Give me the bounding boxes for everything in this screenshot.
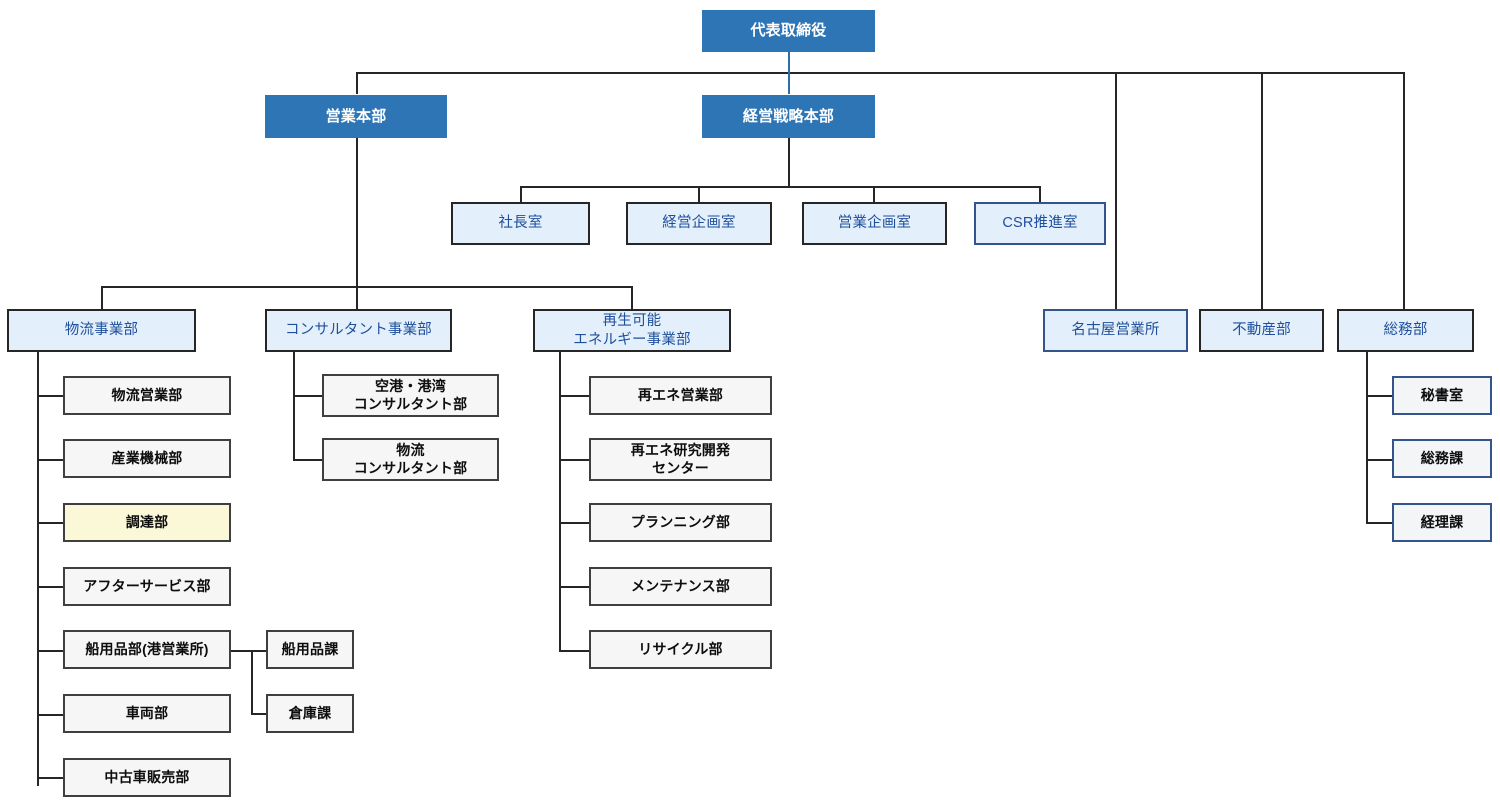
node-ship-supplies-department[interactable]: 船用品部(港営業所) bbox=[63, 630, 231, 669]
node-corporate-planning-office[interactable]: 経営企画室 bbox=[626, 202, 772, 245]
connector-drop-general-affairs bbox=[1403, 72, 1405, 310]
connector-divisions-bus bbox=[101, 286, 631, 288]
node-sales-headquarters[interactable]: 営業本部 bbox=[265, 95, 447, 138]
node-warehouse-section[interactable]: 倉庫課 bbox=[266, 694, 354, 733]
connector-branch-secretariat bbox=[1366, 395, 1393, 397]
connector-branch-reene-rnd bbox=[559, 459, 590, 461]
node-procurement-department[interactable]: 調達部 bbox=[63, 503, 231, 542]
connector-branch-procurement bbox=[37, 522, 64, 524]
connector-drop-presidents-office bbox=[520, 186, 522, 202]
connector-sales-hq-stem bbox=[356, 138, 358, 286]
node-used-car-sales-department[interactable]: 中古車販売部 bbox=[63, 758, 231, 797]
node-nagoya-sales-office[interactable]: 名古屋営業所 bbox=[1043, 309, 1188, 352]
connector-drop-corporate-planning bbox=[698, 186, 700, 202]
node-management-strategy-headquarters[interactable]: 経営戦略本部 bbox=[702, 95, 875, 138]
node-logistics-division[interactable]: 物流事業部 bbox=[7, 309, 196, 352]
connector-strategy-stem bbox=[788, 138, 790, 186]
node-airport-port-consulting-department[interactable]: 空港・港湾 コンサルタント部 bbox=[322, 374, 499, 417]
node-general-affairs-department[interactable]: 総務部 bbox=[1337, 309, 1474, 352]
node-recycle-department[interactable]: リサイクル部 bbox=[589, 630, 772, 669]
connector-renewable-trunk bbox=[559, 352, 561, 650]
connector-strategy-bus bbox=[520, 186, 1040, 188]
connector-branch-planning bbox=[559, 522, 590, 524]
connector-general-affairs-trunk bbox=[1366, 352, 1368, 523]
connector-drop-realestate bbox=[1261, 72, 1263, 310]
connector-drop-strategy-hq bbox=[788, 72, 790, 94]
node-planning-department[interactable]: プランニング部 bbox=[589, 503, 772, 542]
node-logistics-sales-department[interactable]: 物流営業部 bbox=[63, 376, 231, 415]
node-sales-planning-office[interactable]: 営業企画室 bbox=[802, 202, 947, 245]
connector-branch-logistics-consulting bbox=[293, 459, 323, 461]
connector-logistics-trunk bbox=[37, 352, 39, 786]
connector-branch-ship-supplies-section bbox=[251, 650, 267, 652]
connector-branch-warehouse-section bbox=[251, 713, 267, 715]
connector-branch-logistics-sales bbox=[37, 395, 64, 397]
node-secretariat[interactable]: 秘書室 bbox=[1392, 376, 1492, 415]
connector-branch-general-affairs-section bbox=[1366, 459, 1393, 461]
node-after-service-department[interactable]: アフターサービス部 bbox=[63, 567, 231, 606]
connector-drop-nagoya bbox=[1115, 72, 1117, 310]
connector-branch-ship-supplies bbox=[37, 650, 64, 652]
connector-drop-consultant-div bbox=[356, 286, 358, 309]
node-real-estate-department[interactable]: 不動産部 bbox=[1199, 309, 1324, 352]
connector-drop-csr bbox=[1039, 186, 1041, 202]
connector-branch-used-car bbox=[37, 777, 64, 779]
connector-drop-logistics-div bbox=[101, 286, 103, 309]
connector-drop-renewable-div bbox=[631, 286, 633, 309]
node-vehicle-department[interactable]: 車両部 bbox=[63, 694, 231, 733]
node-renewable-energy-rnd-center[interactable]: 再エネ研究開発 センター bbox=[589, 438, 772, 481]
connector-branch-vehicle bbox=[37, 714, 64, 716]
node-renewable-energy-sales-department[interactable]: 再エネ営業部 bbox=[589, 376, 772, 415]
connector-branch-accounting-section bbox=[1366, 522, 1393, 524]
node-logistics-consulting-department[interactable]: 物流 コンサルタント部 bbox=[322, 438, 499, 481]
connector-ship-sections-trunk bbox=[251, 650, 253, 714]
node-renewable-energy-division[interactable]: 再生可能 エネルギー事業部 bbox=[533, 309, 731, 352]
connector-drop-sales-hq bbox=[356, 72, 358, 94]
connector-branch-industrial-machinery bbox=[37, 459, 64, 461]
node-representative-director[interactable]: 代表取締役 bbox=[702, 10, 875, 52]
connector-ship-supplies-out bbox=[230, 650, 253, 652]
connector-branch-maintenance bbox=[559, 586, 590, 588]
connector-ceo-stem bbox=[788, 52, 790, 74]
node-general-affairs-section[interactable]: 総務課 bbox=[1392, 439, 1492, 478]
connector-branch-recycle bbox=[559, 650, 590, 652]
connector-branch-reene-sales bbox=[559, 395, 590, 397]
connector-consultant-trunk bbox=[293, 352, 295, 460]
node-maintenance-department[interactable]: メンテナンス部 bbox=[589, 567, 772, 606]
connector-top-bus bbox=[356, 72, 1405, 74]
node-consultant-division[interactable]: コンサルタント事業部 bbox=[265, 309, 452, 352]
connector-drop-sales-planning bbox=[873, 186, 875, 202]
node-csr-promotion-office[interactable]: CSR推進室 bbox=[974, 202, 1106, 245]
node-accounting-section[interactable]: 経理課 bbox=[1392, 503, 1492, 542]
connector-branch-after-service bbox=[37, 586, 64, 588]
node-ship-supplies-section[interactable]: 船用品課 bbox=[266, 630, 354, 669]
connector-branch-airport-port-consulting bbox=[293, 395, 323, 397]
node-industrial-machinery-department[interactable]: 産業機械部 bbox=[63, 439, 231, 478]
node-presidents-office[interactable]: 社長室 bbox=[451, 202, 590, 245]
